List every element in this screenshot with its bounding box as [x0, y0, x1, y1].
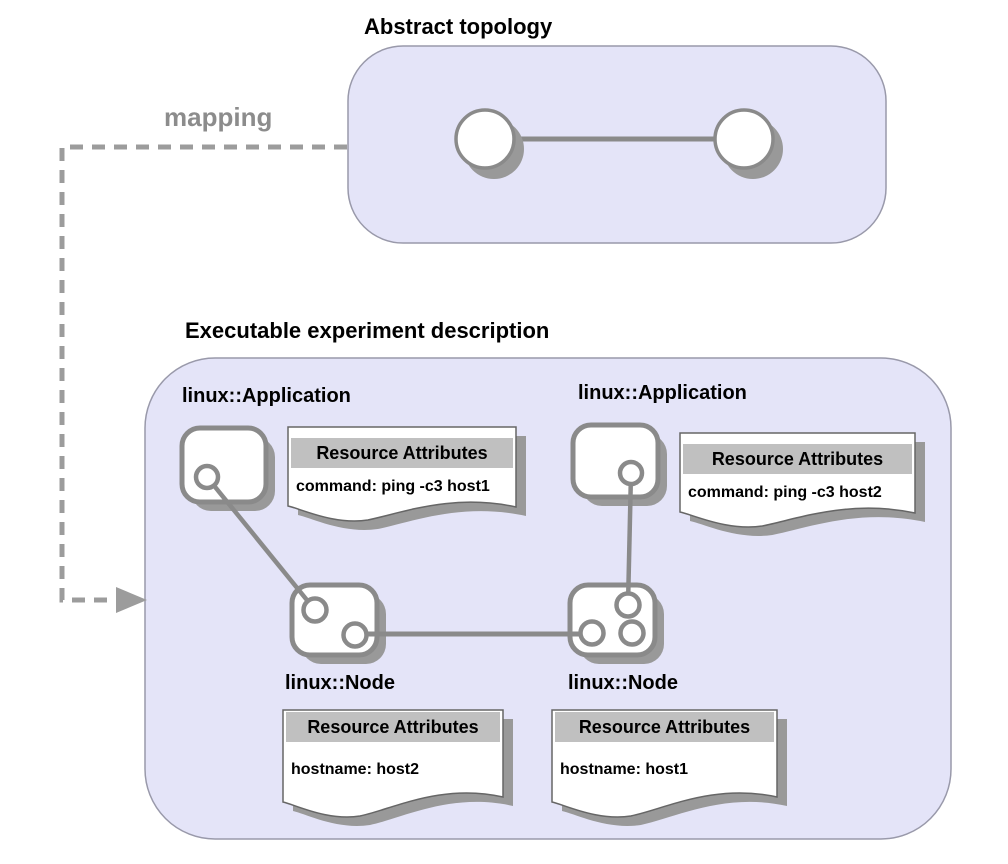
abstract-node-right-circle — [713, 108, 775, 170]
abstract-node-left-circle — [454, 108, 516, 170]
mapping-arrowhead-icon — [116, 587, 147, 613]
app-right-label: linux::Application — [578, 382, 747, 404]
node-left-note-header-bar — [286, 712, 500, 742]
executable-title: Executable experiment description — [185, 318, 550, 343]
abstract-topology-panel — [347, 45, 887, 244]
executable-panel — [144, 357, 952, 840]
node-right-note-body: hostname: host1 — [560, 761, 689, 778]
node-right-note-header-bar — [555, 712, 774, 742]
app-left-note-header: Resource Attributes — [316, 443, 488, 463]
app-left-port-icon — [193, 463, 221, 491]
mapping-dashed-arrow — [59, 144, 347, 603]
app-right-note-header: Resource Attributes — [711, 449, 884, 469]
edge-app-right-to-node-right — [625, 472, 634, 606]
app-right-note-body: command: ping -c3 host2 — [688, 484, 882, 501]
app-right-port-icon — [617, 459, 645, 487]
app-right-note-header-bar — [683, 444, 912, 474]
node-left-label: linux::Node — [285, 672, 395, 694]
node-right-label: linux::Node — [568, 672, 678, 694]
node-left-port-top-icon — [301, 596, 329, 624]
edge-app-left-to-node-left — [205, 475, 317, 612]
node-right-port-left-icon — [578, 619, 606, 647]
app-left-shape — [179, 425, 269, 505]
node-right-port-top-icon — [614, 591, 642, 619]
node-right-shape — [567, 582, 658, 658]
node-left-port-bottom-icon — [341, 621, 369, 649]
node-left-note-header: Resource Attributes — [307, 717, 479, 737]
app-left-note-body: command: ping -c3 host1 — [296, 478, 490, 495]
node-left-note-body: hostname: host2 — [291, 761, 420, 778]
app-right-shape — [570, 422, 661, 500]
app-left-label: linux::Application — [182, 385, 351, 407]
node-right-note-header: Resource Attributes — [578, 717, 751, 737]
node-right-port-right-icon — [618, 619, 646, 647]
abstract-topology-title: Abstract topology — [364, 14, 553, 39]
app-left-note-header-bar — [291, 438, 513, 468]
mapping-label: mapping — [164, 102, 273, 132]
